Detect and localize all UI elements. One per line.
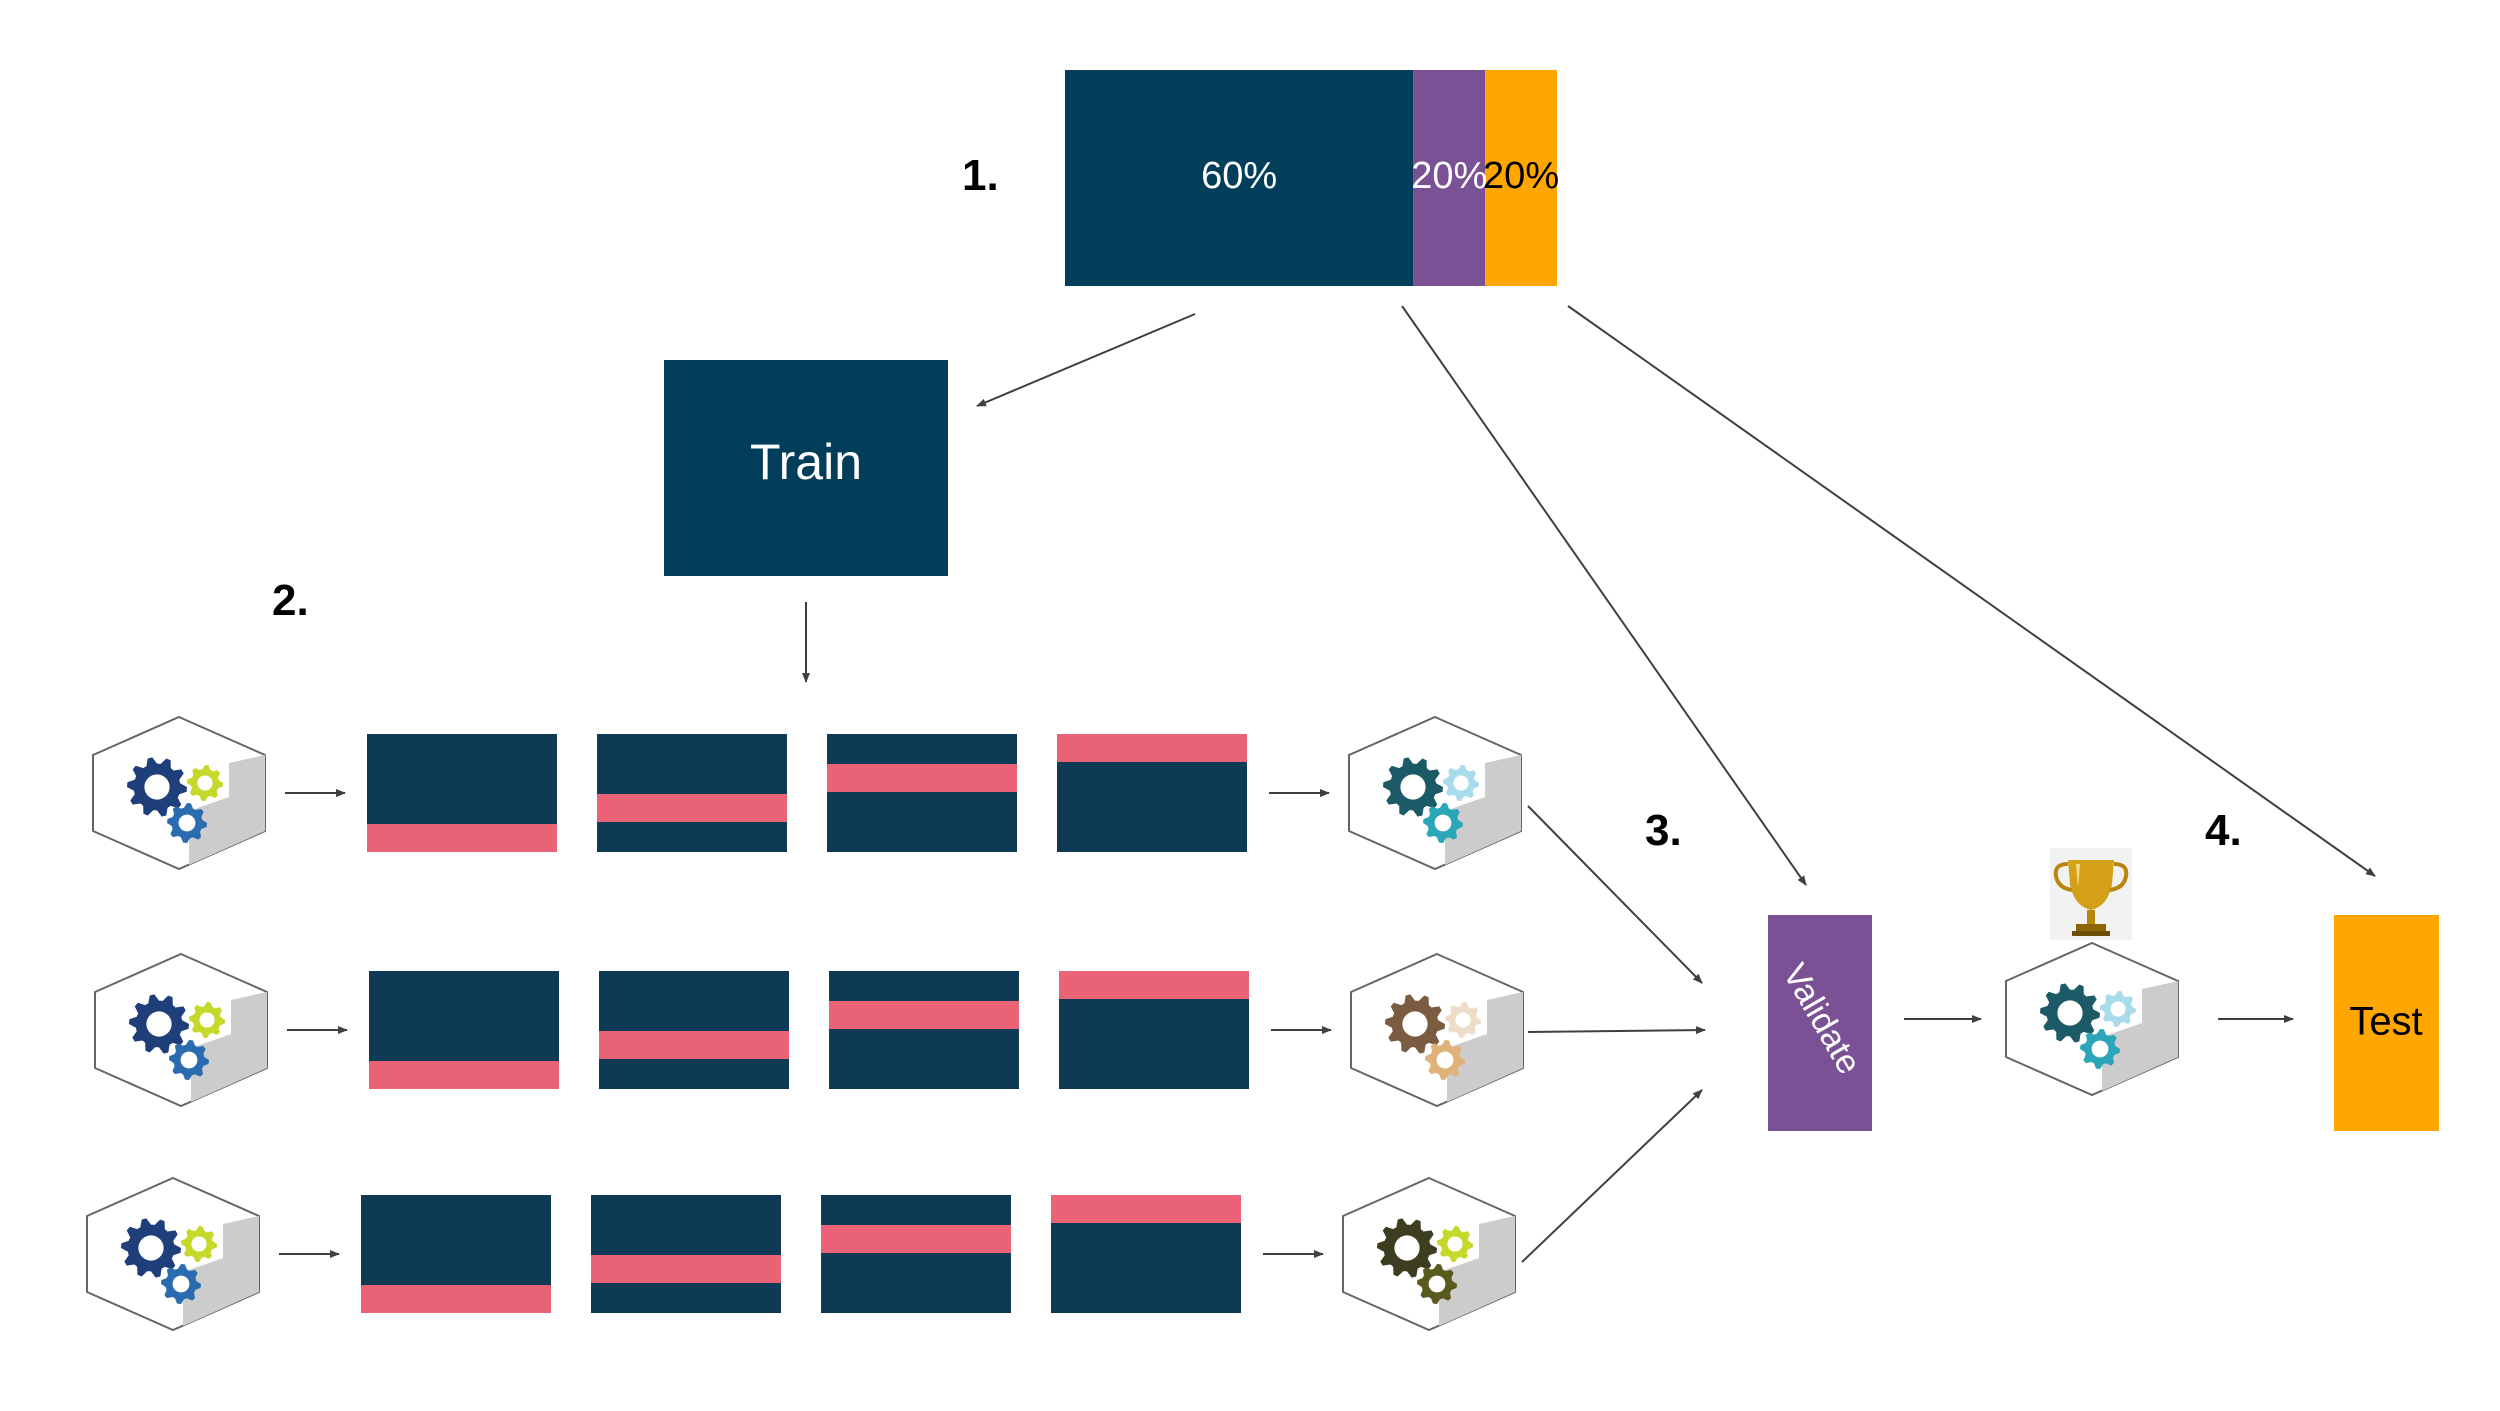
cv-fold [591, 1195, 781, 1313]
trained-model-gears-cube-icon-large-gear-hole [1402, 1011, 1428, 1037]
cv-fold [599, 971, 789, 1089]
split-validate-percent: 20% [1411, 155, 1487, 197]
step-label-3: 3. [1645, 806, 1682, 855]
split-test-segment [1485, 70, 1557, 286]
validate-box: Validate [1768, 915, 1872, 1131]
cv-fold-holdout-slice [591, 1255, 781, 1283]
trained-model-gears-cube-icon-medium-gear-hole [1428, 1275, 1446, 1293]
input-model-gears-cube-icon [92, 715, 266, 871]
split-bar: 60% 20% 20% [1065, 70, 1559, 286]
best-model-cube-side-face [2102, 981, 2178, 1091]
cv-fold [597, 734, 787, 852]
input-model-gears-cube-icon [94, 952, 268, 1108]
trained-model-gears-cube-icon [1342, 1176, 1516, 1332]
train-box-label: Train [750, 434, 862, 490]
best-model-gears-cube-icon [2005, 941, 2179, 1097]
arrow-model1-to-validate [1527, 805, 1703, 984]
cv-fold [821, 1195, 1011, 1313]
cv-row-2 [94, 952, 1524, 1108]
cv-fold-holdout-slice [599, 1031, 789, 1059]
best-model-cube-small-gear-hole [2110, 1001, 2126, 1017]
arrow-model2-to-validate [1527, 1026, 1706, 1035]
input-model-gears-cube-icon-small-gear-hole [199, 1012, 215, 1028]
split-train-percent: 60% [1201, 155, 1277, 197]
cv-row-3 [86, 1176, 1516, 1332]
trained-model-gears-cube-icon-large-gear-hole [1400, 774, 1426, 800]
test-box: Test [2334, 915, 2439, 1131]
input-model-gears-cube-icon-medium-gear-hole [178, 814, 196, 832]
trained-model-gears-cube-icon-side-face [1445, 755, 1521, 865]
best-model-cube [2005, 941, 2179, 1097]
cv-fold-holdout-slice [361, 1285, 551, 1313]
input-model-gears-cube-icon-side-face [191, 992, 267, 1102]
step-label-1: 1. [962, 151, 999, 200]
flow-arrows [802, 305, 2376, 1263]
input-model-gears-cube-icon-large-gear-hole [144, 774, 170, 800]
cv-fold-holdout-slice [829, 1001, 1019, 1029]
trained-model-gears-cube-icon-large-gear-hole [1394, 1235, 1420, 1261]
test-box-label: Test [2349, 1000, 2422, 1044]
input-model-gears-cube-icon-medium-gear-hole [180, 1051, 198, 1069]
trained-model-gears-cube-icon-medium-gear-hole [1436, 1051, 1454, 1069]
cv-fold-holdout-slice [369, 1061, 559, 1089]
trained-model-gears-cube-icon-small-gear-hole [1453, 775, 1469, 791]
cv-fold-holdout-slice [597, 794, 787, 822]
trained-model-gears-cube-icon-side-face [1447, 992, 1523, 1102]
trained-model-gears-cube-icon-small-gear-hole [1447, 1236, 1463, 1252]
best-model-cube-medium-gear-hole [2091, 1040, 2109, 1058]
arrow-bar-to-test [1567, 305, 2376, 877]
cv-fold-holdout-slice [821, 1225, 1011, 1253]
train-box: Train [664, 360, 948, 576]
best-model-cube-large-gear-hole [2057, 1000, 2083, 1026]
cv-fold-holdout-slice [827, 764, 1017, 792]
input-model-gears-cube-icon-side-face [183, 1216, 259, 1326]
trained-model-gears-cube-icon-medium-gear-hole [1434, 814, 1452, 832]
split-train-segment [1065, 70, 1414, 286]
step-label-2: 2. [272, 576, 309, 625]
input-model-gears-cube-icon-side-face [189, 755, 265, 865]
input-model-gears-cube-icon-small-gear-hole [191, 1236, 207, 1252]
step-label-4: 4. [2205, 806, 2242, 855]
arrow-bar-to-train [976, 313, 1196, 407]
split-validate-segment [1413, 70, 1486, 286]
cv-fold-holdout-slice [367, 824, 557, 852]
cv-fold-holdout-slice [1057, 734, 1247, 762]
trained-model-gears-cube-icon-side-face [1439, 1216, 1515, 1326]
split-test-percent: 20% [1483, 155, 1559, 197]
cv-fold [827, 734, 1017, 852]
trained-model-gears-cube-icon [1348, 715, 1522, 871]
arrow-model3-to-validate [1521, 1089, 1703, 1263]
input-model-gears-cube-icon [86, 1176, 260, 1332]
input-model-gears-cube-icon-small-gear-hole [197, 775, 213, 791]
arrow-bar-to-validate [1401, 305, 1807, 886]
trophy-icon [2050, 848, 2132, 940]
trained-model-gears-cube-icon [1350, 952, 1524, 1108]
cross-validation-rows [86, 715, 1524, 1332]
input-model-gears-cube-icon-medium-gear-hole [172, 1275, 190, 1293]
input-model-gears-cube-icon-large-gear-hole [138, 1235, 164, 1261]
trained-model-gears-cube-icon-small-gear-hole [1455, 1012, 1471, 1028]
cv-fold-holdout-slice [1051, 1195, 1241, 1223]
cv-fold [829, 971, 1019, 1089]
input-model-gears-cube-icon-large-gear-hole [146, 1011, 172, 1037]
cv-row-1 [92, 715, 1522, 871]
cv-fold-holdout-slice [1059, 971, 1249, 999]
